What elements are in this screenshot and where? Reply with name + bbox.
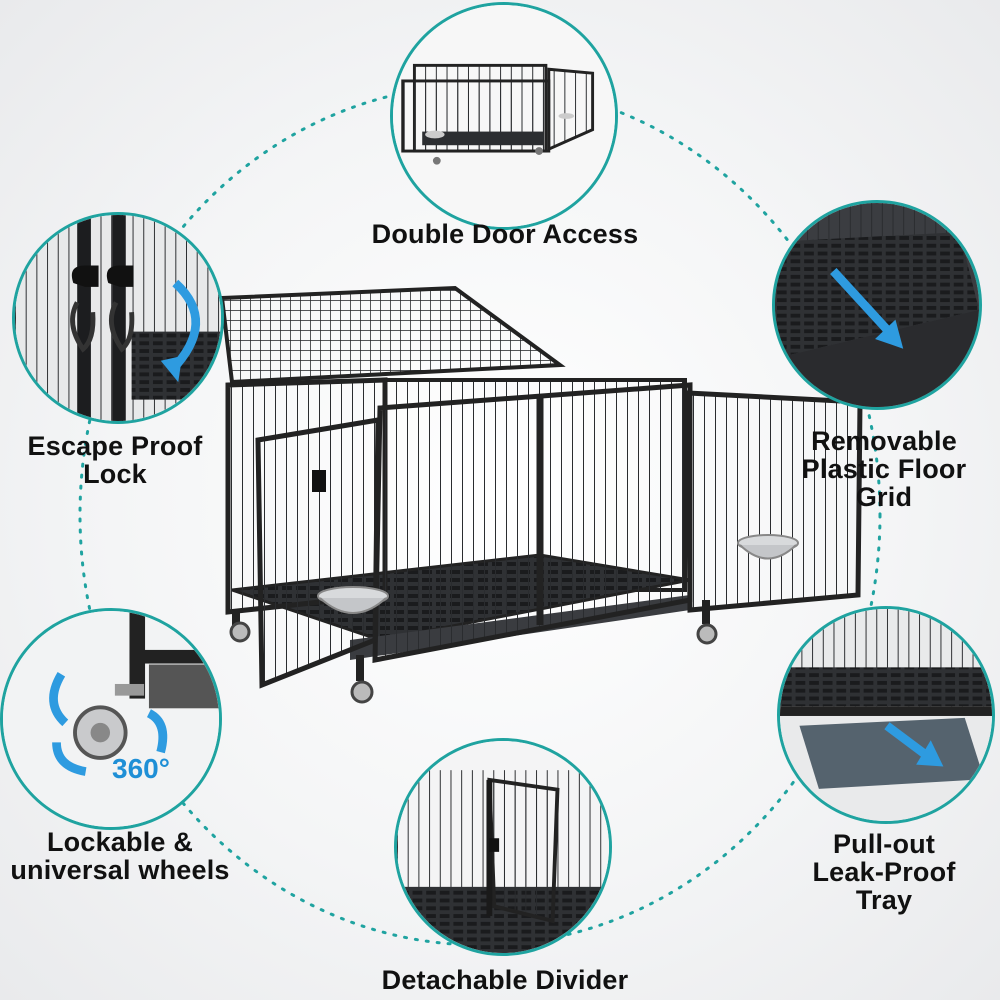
wheels-label-line2: universal wheels <box>10 855 230 885</box>
tray-label-line1: Pull-out <box>832 829 936 859</box>
floor-grid-label-line2: Plastic Floor <box>801 454 967 484</box>
wheels-bubble <box>0 608 222 830</box>
double-door-bubble <box>390 2 618 230</box>
rotation-degree-label: 360° <box>112 753 170 784</box>
tray-label-line2: Leak-Proof <box>812 857 956 887</box>
escape-lock-label-line2: Lock <box>83 459 147 489</box>
floor-grid-label-line3: Grid <box>855 482 913 512</box>
pull-direction-arrow-icon <box>830 268 890 333</box>
tray-label-line3: Tray <box>855 885 913 915</box>
double-door-label: Double Door Access <box>371 219 639 249</box>
escape-lock-label-line1: Escape Proof <box>27 431 203 461</box>
tray-bubble <box>777 606 995 824</box>
escape-lock-bubble <box>12 212 224 424</box>
floor-grid-label-line1: Removable <box>811 426 957 456</box>
wheels-label-line1: Lockable & <box>46 827 194 857</box>
floor-grid-bubble <box>772 200 982 410</box>
divider-label: Detachable Divider <box>381 965 629 995</box>
divider-bubble <box>394 738 612 956</box>
